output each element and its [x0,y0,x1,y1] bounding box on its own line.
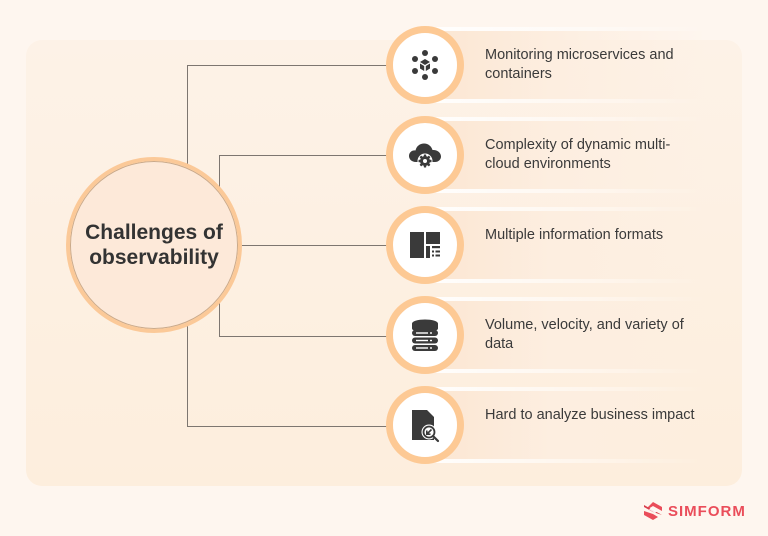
simform-logo: SIMFORM [643,501,746,521]
challenge-item-information-formats: Multiple information formats [386,205,706,285]
item-band [426,117,706,193]
challenge-item-multi-cloud: Complexity of dynamic multi-cloud enviro… [386,115,706,195]
item-label: Monitoring microservices and containers [485,47,674,82]
item-band [426,27,706,103]
item-label: Multiple information formats [485,227,664,243]
microservices-network-icon [386,26,464,104]
cloud-gear-icon [386,116,464,194]
hub-circle: Challenges of observability [66,157,242,333]
simform-logo-icon [644,502,662,520]
challenge-item-business-impact: Hard to analyze business impact [386,385,706,465]
document-search-icon [386,386,464,464]
item-label: Volume, velocity, and variety of data [485,317,684,352]
item-band [426,297,706,373]
item-label: Hard to analyze business impact [485,407,695,423]
item-band [426,387,706,463]
challenge-item-data-volume: Volume, velocity, and variety of data [386,295,706,375]
database-stack-icon [386,296,464,374]
hub-title: Challenges of observability [85,221,223,269]
layout-formats-icon [386,206,464,284]
item-label: Complexity of dynamic multi-cloud enviro… [485,137,671,172]
challenge-item-microservices: Monitoring microservices and containers [386,25,706,105]
brand-name: SIMFORM [668,502,746,520]
item-band [426,207,706,283]
